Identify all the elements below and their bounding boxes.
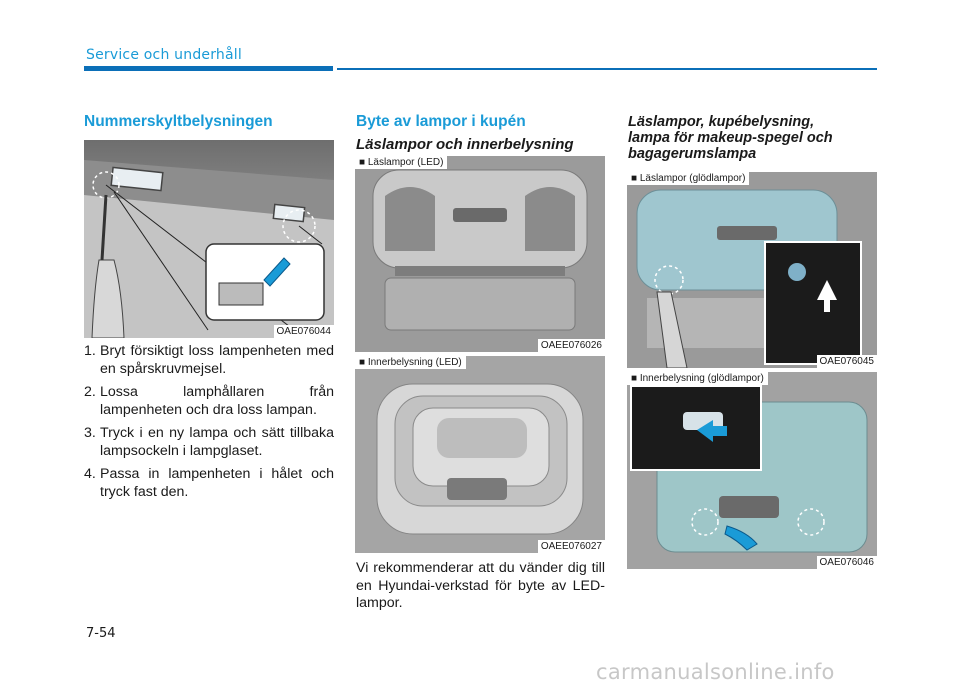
heading-interior-bulbs: Byte av lampor i kupén <box>356 113 526 130</box>
step-item: 1.Bryt försiktigt loss lampenheten med e… <box>84 343 334 377</box>
heading-bulb-lamps-line1: Läslampor, kupébelysning, <box>628 114 815 130</box>
figure-code: OAEE076027 <box>537 540 605 553</box>
header-rule-thin <box>337 68 877 70</box>
figure-tag: ■ Innerbelysning (LED) <box>355 356 466 369</box>
bulb-interior-lamp-figure: ■ Innerbelysning (glödlampor) OAE076046 <box>627 372 877 569</box>
figure-code: OAEE076026 <box>537 339 605 352</box>
section-title: Service och underhåll <box>86 47 242 63</box>
led-recommendation: Vi rekommenderar att du vänder dig till … <box>356 560 605 611</box>
step-item: 2.Lossa lamphållaren från lampenheten oc… <box>84 384 334 418</box>
page-number: 7-54 <box>86 626 116 641</box>
bulb-reading-lamp-figure: ■ Läslampor (glödlampor) OAE076045 <box>627 172 877 368</box>
figure-tag: ■ Innerbelysning (glödlampor) <box>627 372 768 385</box>
heading-bulb-lamps-line3: bagagerumslampa <box>628 146 757 162</box>
figure-code: OAE076046 <box>816 556 877 569</box>
led-reading-lamp-figure: ■ Läslampor (LED) OAEE076026 <box>355 156 605 352</box>
header-rule-thick <box>84 66 333 71</box>
step-item: 3.Tryck i en ny lampa och sätt tillbaka … <box>84 425 334 459</box>
instruction-steps: 1.Bryt försiktigt loss lampenheten med e… <box>84 343 334 507</box>
step-item: 4.Passa in lampenheten i hålet och tryck… <box>84 466 334 500</box>
subheading-reading-lamps: Läslampor och innerbelysning <box>356 136 574 153</box>
figure-code: OAE076045 <box>816 355 877 368</box>
heading-bulb-lamps-line2: lampa för makeup-spegel och <box>628 130 833 146</box>
figure-code: OAE076044 <box>273 325 334 338</box>
figure-tag: ■ Läslampor (glödlampor) <box>627 172 750 185</box>
watermark: carmanualsonline.info <box>596 660 835 684</box>
license-plate-light-figure: OAE076044 <box>84 140 334 338</box>
figure-tag: ■ Läslampor (LED) <box>355 156 448 169</box>
heading-license-plate-light: Nummerskyltbelysningen <box>84 113 273 130</box>
led-interior-lamp-figure: ■ Innerbelysning (LED) OAEE076027 <box>355 356 605 553</box>
